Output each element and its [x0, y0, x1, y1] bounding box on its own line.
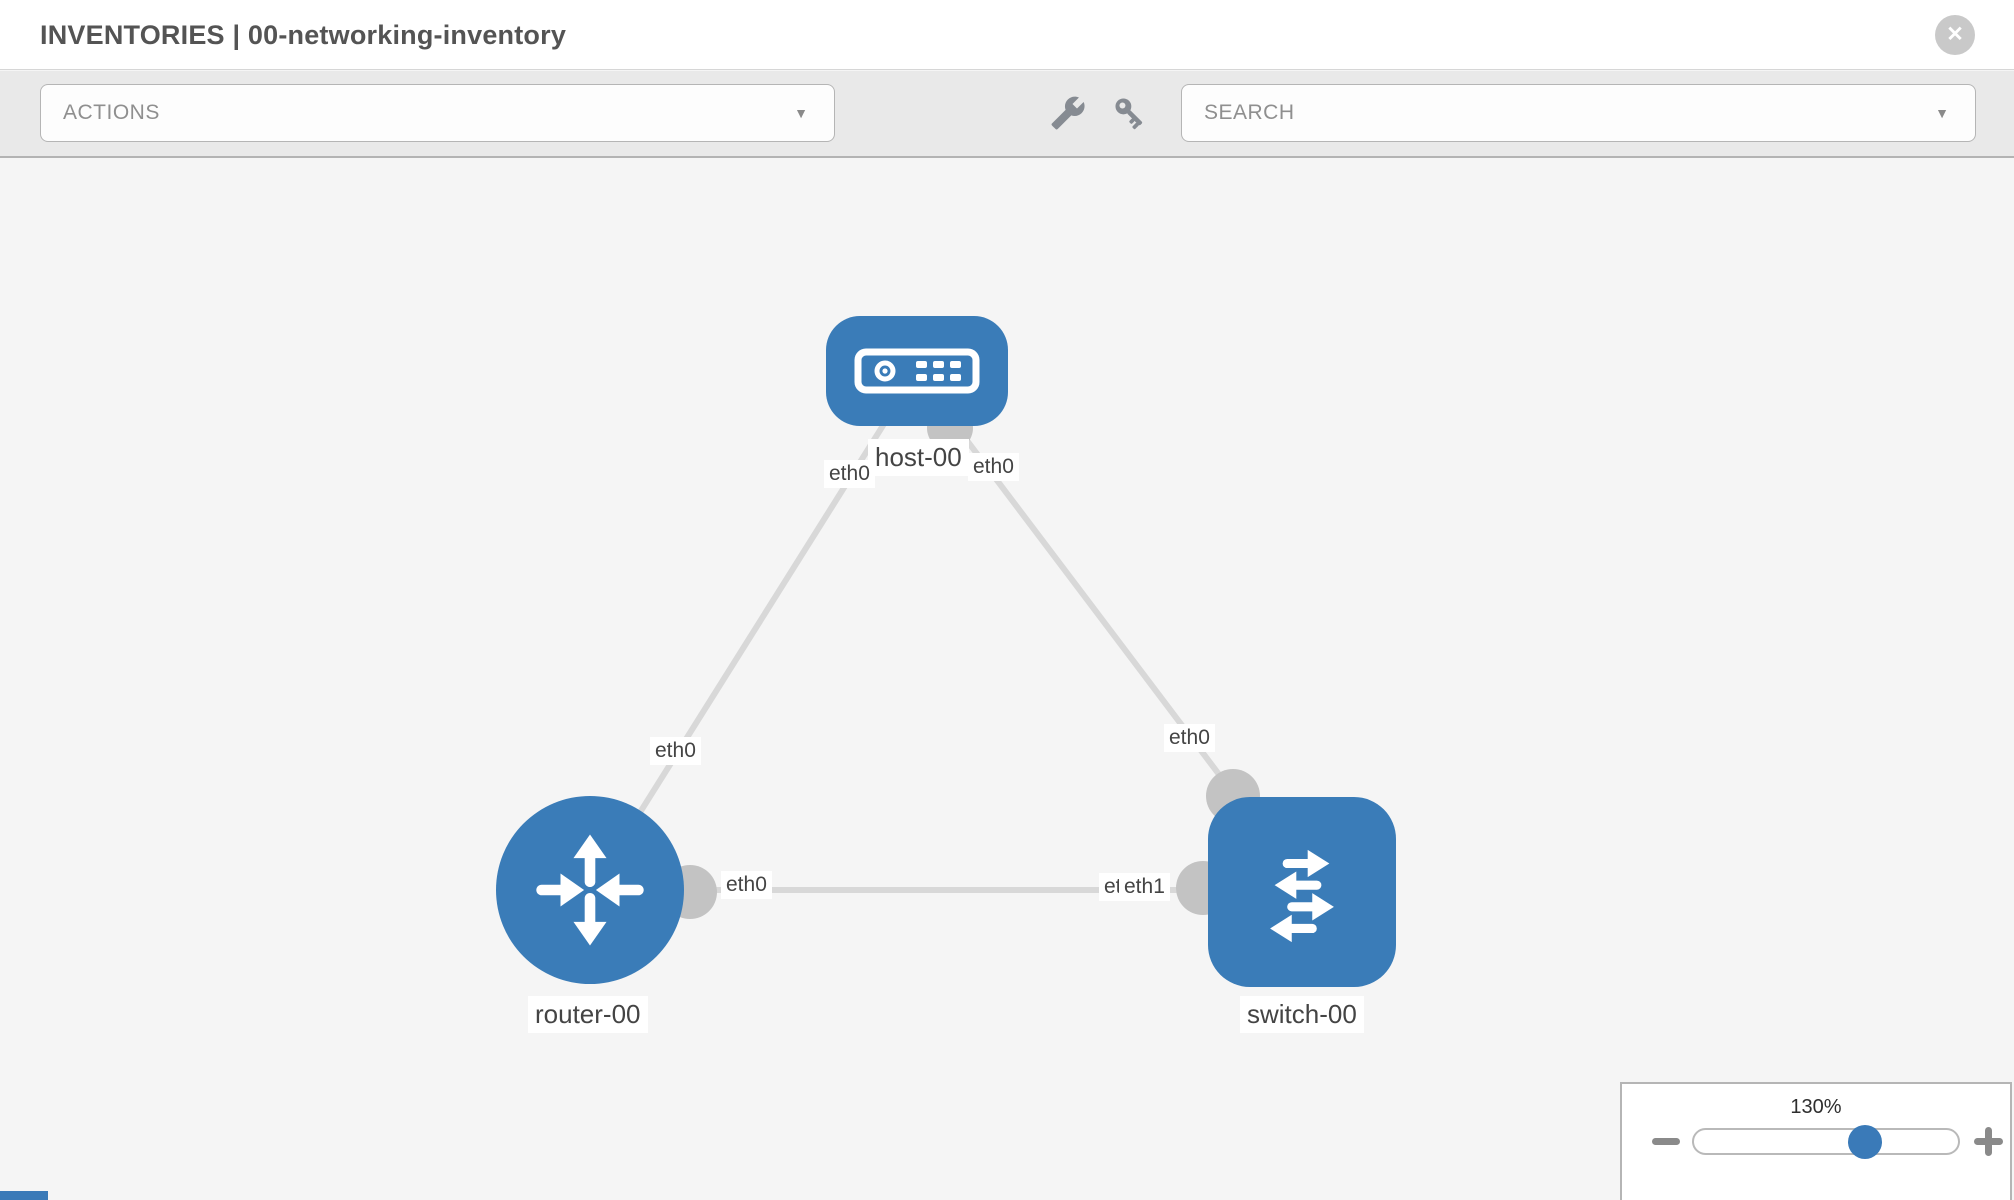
- links-layer: [587, 371, 1302, 919]
- iface-label-router-upper: eth0: [650, 737, 701, 765]
- iface-label-host-left: eth0: [824, 460, 875, 488]
- node-host-00[interactable]: [826, 316, 1008, 426]
- close-icon: ✕: [1946, 23, 1964, 46]
- chevron-down-icon: ▼: [794, 105, 808, 121]
- node-label-host: host-00: [868, 439, 969, 476]
- page-title: INVENTORIES | 00-networking-inventory: [40, 20, 567, 50]
- host-icon: [854, 348, 980, 394]
- zoom-control-panel: 130%: [1620, 1082, 2012, 1200]
- zoom-slider-track[interactable]: [1692, 1128, 1960, 1155]
- close-button[interactable]: ✕: [1935, 15, 1975, 55]
- topology-canvas[interactable]: host-00 router-00 switch-00 eth0 eth0 et…: [0, 160, 2014, 1200]
- zoom-plus-icon[interactable]: [1974, 1127, 2003, 1156]
- node-router-00[interactable]: [496, 796, 684, 984]
- switch-icon: [1270, 849, 1334, 943]
- node-label-switch: switch-00: [1240, 996, 1364, 1033]
- router-icon: [536, 834, 644, 946]
- toolbar: ACTIONS ▼ SEARCH ▼: [0, 71, 2014, 158]
- wrench-icon[interactable]: [1050, 95, 1090, 135]
- key-icon[interactable]: [1112, 95, 1152, 135]
- iface-label-switch-side-front: eth1: [1119, 873, 1170, 901]
- zoom-slider-handle[interactable]: [1848, 1125, 1882, 1159]
- partial-blue-element: [0, 1191, 48, 1200]
- search-dropdown[interactable]: SEARCH ▼: [1181, 84, 1976, 142]
- link-host-router: [587, 371, 919, 894]
- actions-dropdown[interactable]: ACTIONS ▼: [40, 84, 835, 142]
- node-switch-00[interactable]: [1208, 797, 1396, 987]
- header: INVENTORIES | 00-networking-inventory ✕: [0, 0, 2014, 70]
- iface-label-switch-upper: eth0: [1164, 724, 1215, 752]
- zoom-minus-icon[interactable]: [1652, 1138, 1680, 1145]
- chevron-down-icon: ▼: [1935, 105, 1949, 121]
- iface-label-host-right: eth0: [968, 453, 1019, 481]
- actions-dropdown-label: ACTIONS: [63, 101, 160, 124]
- iface-label-router-side: eth0: [721, 871, 772, 899]
- node-label-router: router-00: [528, 996, 648, 1033]
- zoom-value: 130%: [1790, 1096, 1842, 1118]
- search-dropdown-label: SEARCH: [1204, 101, 1295, 124]
- link-host-switch: [913, 371, 1273, 844]
